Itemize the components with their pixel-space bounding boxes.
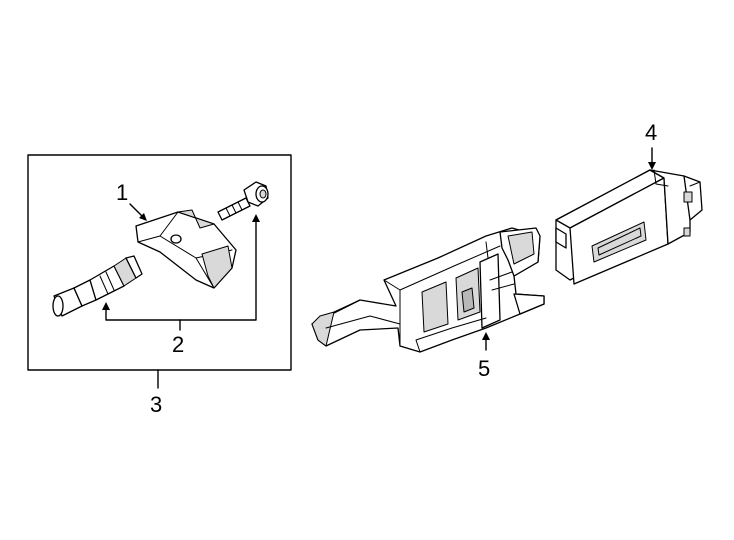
kit-box: [27, 154, 292, 371]
callout-2: 2: [172, 332, 184, 357]
arrowhead-4: [648, 162, 656, 170]
arrowhead-2a: [102, 302, 110, 310]
arrowhead-5: [482, 332, 490, 340]
tpms-sensor-icon: [135, 209, 237, 289]
callout-5: 5: [478, 356, 490, 381]
callout-3: 3: [150, 392, 162, 417]
module-bracket-icon: [311, 227, 545, 353]
screw-icon: [217, 181, 269, 221]
valve-stem-icon: [52, 255, 143, 317]
control-module-icon: [555, 169, 703, 285]
arrowhead-2b: [252, 214, 260, 222]
leader-line-2: [105, 217, 257, 321]
arrowhead-1: [139, 213, 147, 221]
callout-4: 4: [645, 120, 657, 145]
callout-1: 1: [116, 180, 128, 205]
